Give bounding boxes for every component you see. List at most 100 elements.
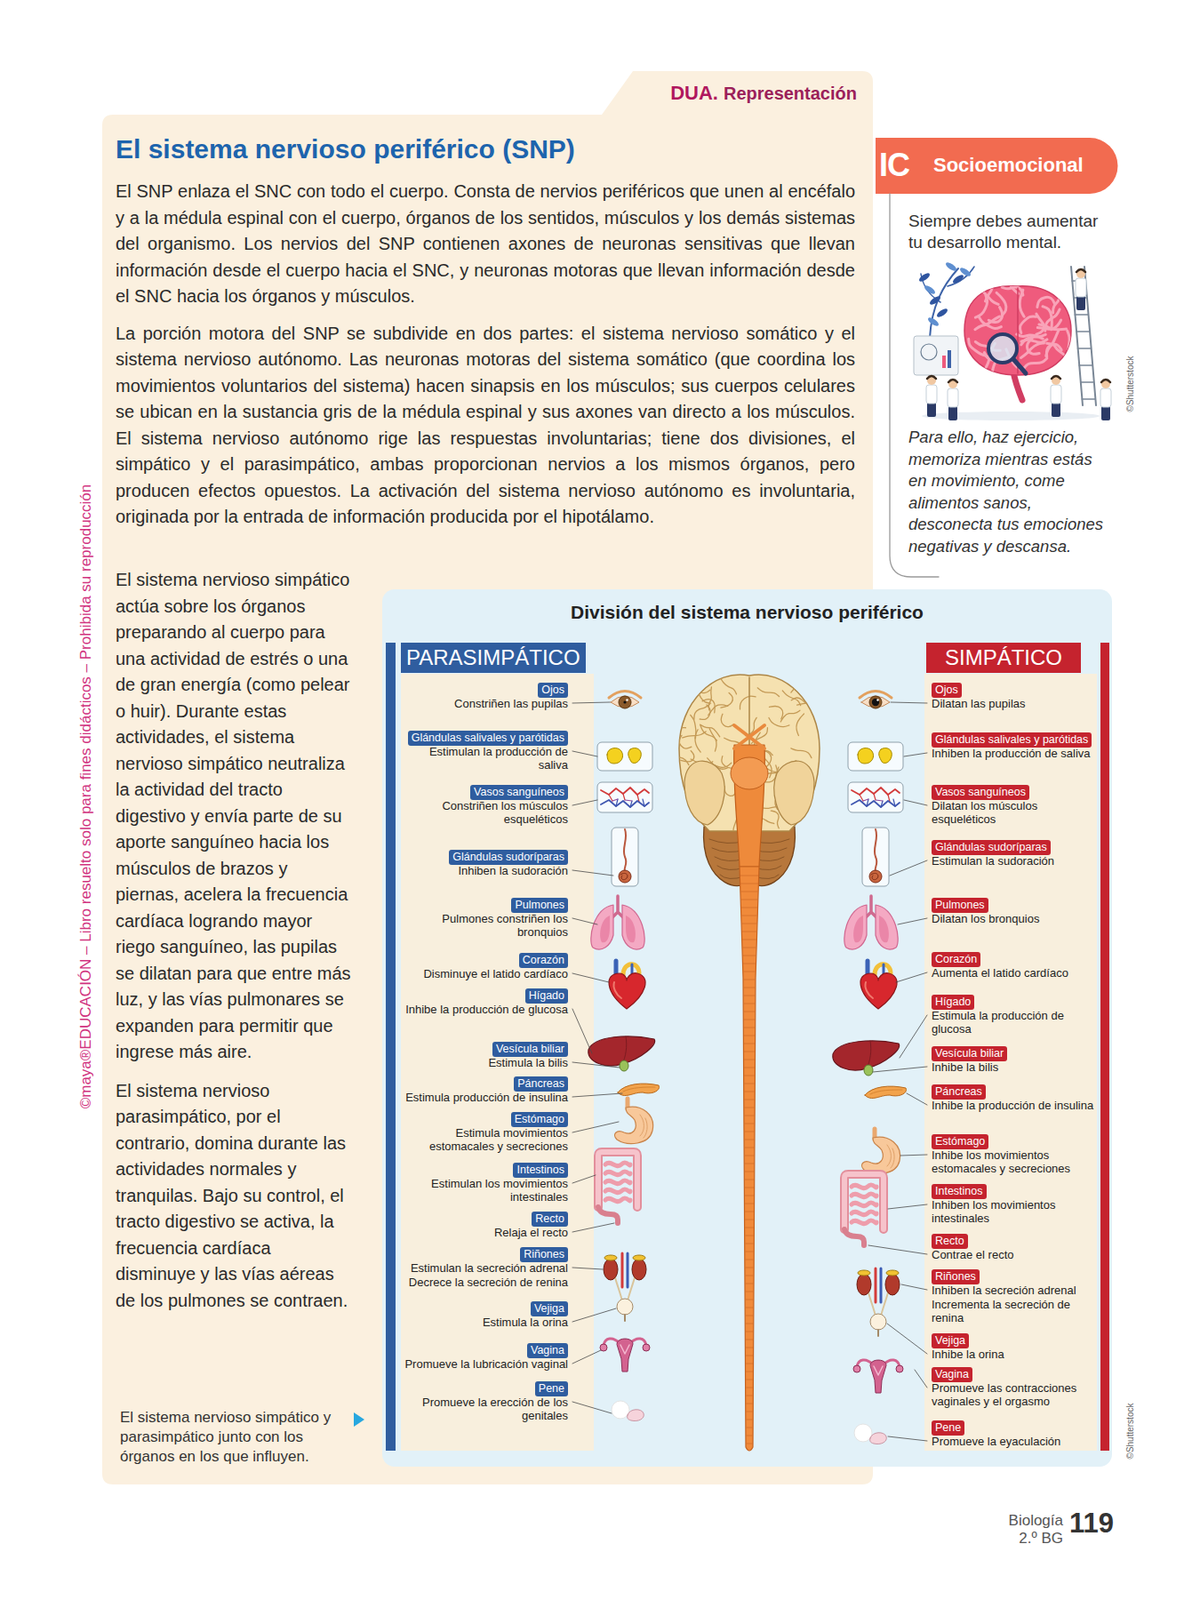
large-intestine — [598, 1152, 638, 1208]
leader-line — [572, 1008, 592, 1054]
large-intestine-inner — [844, 1174, 884, 1230]
lab-coat — [1050, 384, 1062, 404]
heart-highlight — [613, 982, 622, 999]
vena-cava — [626, 1253, 630, 1288]
cord-segment — [745, 1219, 754, 1221]
label-holder: ©maya®EDUCACIÓN – Libro resuelto solo pa… — [77, 427, 96, 1166]
brain-sketch — [920, 344, 937, 360]
kidney — [603, 1258, 618, 1280]
page-number: 119 — [1069, 1507, 1114, 1540]
uterus-icon — [853, 1360, 904, 1393]
ladder-rung — [1077, 347, 1091, 350]
hair — [1101, 379, 1111, 383]
figure-title: División del sistema nervioso periférico — [382, 600, 1112, 624]
box-heading: Socioemocional — [933, 152, 1084, 178]
eye-icon — [859, 691, 892, 710]
lung — [622, 904, 645, 950]
tag-row: Pene — [931, 1418, 1097, 1434]
small-intestine — [851, 1211, 877, 1216]
leader-line — [572, 751, 598, 757]
gyrus-line — [720, 713, 734, 727]
cord-segment — [744, 987, 755, 989]
adrenal-gland — [632, 1255, 646, 1261]
effect-text: Promueve la erección de los genitales — [399, 1395, 568, 1423]
organ-tag: Hígado — [525, 988, 568, 1004]
effect-text: Inhibe la producción de glucosa — [399, 1002, 568, 1016]
leader-line — [900, 1154, 928, 1156]
optic-chiasm — [734, 725, 765, 749]
effect-text: Promueve la lubricación vaginal — [399, 1357, 568, 1371]
gyrus-line — [780, 710, 800, 722]
leader-line — [572, 1223, 615, 1232]
intestines-icon — [598, 1152, 638, 1224]
subject-name: Biología — [929, 1512, 1064, 1530]
lung — [844, 904, 867, 950]
effect-text: Inhibe los movimientos estomacales y sec… — [931, 1148, 1097, 1176]
ladder-rung — [1076, 330, 1090, 333]
organ-tag: Vejiga — [931, 1333, 969, 1349]
leader-line — [572, 870, 614, 876]
large-intestine-inner — [598, 1152, 638, 1208]
hair — [927, 376, 936, 379]
organ-effect: Vesícula biliarEstimula la bilis — [399, 1040, 568, 1070]
organ-effect: Vesícula biliarInhibe la bilis — [931, 1044, 1097, 1074]
organ-tag: Vasos sanguíneos — [931, 784, 1030, 800]
grade-name: 2.º BG — [929, 1529, 1064, 1548]
effect-text: Estimula movimientos estomacales y secre… — [399, 1126, 568, 1153]
organ-effect: OjosDilatan las pupilas — [931, 680, 1097, 711]
effect-text: Disminuye el latido cardíaco — [399, 967, 568, 981]
gland — [607, 748, 624, 764]
tag-row: Glándulas salivales y parótidas — [399, 728, 568, 744]
cord-segment — [742, 931, 756, 933]
organ-effect: IntestinosEstimulan los movimientos inte… — [399, 1160, 568, 1204]
gyrus-line — [1047, 343, 1069, 359]
leader-line — [888, 1204, 928, 1209]
organ-tag: Pene — [931, 1420, 965, 1436]
leader-line — [872, 1066, 928, 1072]
gyrus-line — [720, 677, 736, 695]
tag-row: Riñones — [931, 1267, 1097, 1283]
tag-row: Riñones — [399, 1245, 568, 1261]
sweat-gland — [618, 870, 632, 883]
organ-tag: Riñones — [931, 1269, 980, 1285]
organ-tag: Vejiga — [530, 1301, 568, 1317]
effect-text: Incrementa la secreción de renina — [931, 1297, 1097, 1325]
leader-line — [572, 800, 598, 806]
cord-segment — [745, 1331, 752, 1333]
leader-line — [914, 1369, 928, 1388]
organ-effect: PáncreasInhibe la producción de insulina — [931, 1082, 1097, 1112]
gland — [628, 747, 642, 763]
leader-line — [899, 1015, 928, 1058]
lung-inner — [625, 915, 636, 943]
tag-row: Pulmones — [931, 896, 1097, 912]
kidney — [632, 1258, 647, 1280]
division-header: SIMPÁTICO — [926, 642, 1081, 673]
organ-tag: Páncreas — [513, 1076, 568, 1092]
cord-segment — [744, 1139, 754, 1141]
tab-heading: DUA.Representación — [670, 81, 857, 105]
eye-shape — [610, 696, 640, 708]
cord-segment — [746, 1427, 752, 1429]
cord-segment — [745, 1307, 753, 1309]
ladder-rung — [1074, 313, 1088, 316]
cord-segment — [744, 1123, 754, 1125]
vena-cava — [880, 1268, 883, 1303]
penis-icon — [611, 1400, 644, 1422]
leader-line — [572, 1175, 596, 1184]
organ-effect: Vasos sanguíneosDilatan los músculos esq… — [931, 783, 1097, 826]
stomach-icon — [615, 1098, 654, 1144]
artery — [859, 793, 890, 802]
lungs-icon — [591, 896, 645, 950]
gyrus-line — [672, 757, 689, 766]
eye-glint — [625, 698, 628, 701]
cord-segment — [745, 1323, 753, 1325]
gyrus-line — [1042, 306, 1052, 330]
cord-segment — [746, 1379, 753, 1381]
tag-row: Estómago — [931, 1132, 1097, 1148]
tag-row: Vesícula biliar — [399, 1040, 568, 1056]
effect-text: Inhibe la bilis — [931, 1060, 1097, 1074]
cord-segment — [744, 1155, 754, 1157]
organ-effect: HígadoInhibe la producción de glucosa — [399, 986, 568, 1016]
cord-segment — [744, 1131, 754, 1133]
organ-tag: Vagina — [931, 1367, 973, 1383]
